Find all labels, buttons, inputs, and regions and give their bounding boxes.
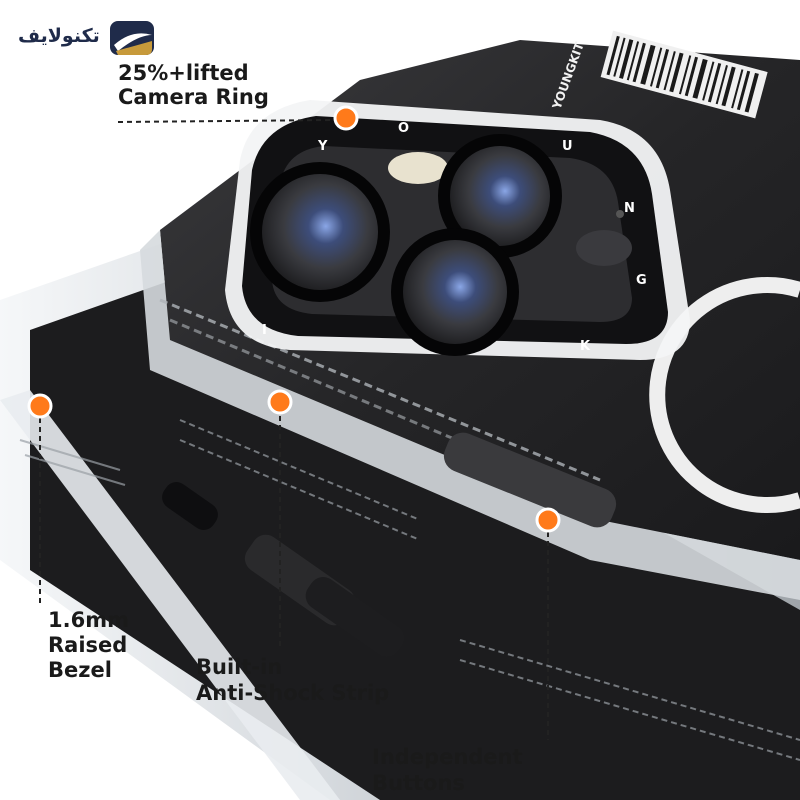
camera-lens [250, 162, 390, 302]
ring-letter: Y [317, 139, 328, 154]
callout-line: Independent [372, 745, 523, 769]
brand-logo: تکنولایف [18, 14, 156, 58]
callout-independent-buttons: Independent Buttons [372, 744, 523, 797]
marker-camera-ring [333, 105, 359, 131]
ring-letter: G [636, 273, 647, 288]
brand-name: تکنولایف [18, 25, 100, 47]
callout-lines [39, 119, 549, 740]
callout-line: Bezel [48, 658, 112, 683]
callout-line: Camera Ring [118, 84, 269, 109]
barcode [600, 30, 768, 119]
ring-letter: I [262, 323, 267, 338]
callout-line: Anti-Shock Strip [196, 681, 390, 706]
swoosh-icon [109, 21, 154, 55]
callout-line: Built-in [196, 655, 283, 679]
camera-lens [438, 134, 562, 258]
ring-letter: U [562, 139, 573, 154]
marker-anti-shock-strip [267, 389, 293, 415]
callout-line: 1.6mm [48, 608, 129, 632]
ring-letter: N [624, 201, 635, 216]
marker-independent-buttons [535, 507, 561, 533]
callout-raised-bezel: 1.6mm Raised Bezel [48, 608, 129, 684]
camera-module: T Y O U N G I K [225, 100, 690, 360]
callout-line: Buttons [372, 771, 465, 796]
marker-raised-bezel [27, 393, 53, 419]
callout-anti-shock-strip: Built-in Anti-Shock Strip [196, 654, 389, 707]
callout-markers [27, 105, 561, 533]
callout-line: 25%+lifted [118, 61, 249, 85]
callout-camera-ring: 25%+lifted Camera Ring [118, 61, 269, 109]
ring-letter: O [398, 121, 409, 136]
ring-letter: K [580, 339, 591, 354]
callout-line: Raised [48, 633, 128, 658]
camera-lens [391, 228, 519, 356]
